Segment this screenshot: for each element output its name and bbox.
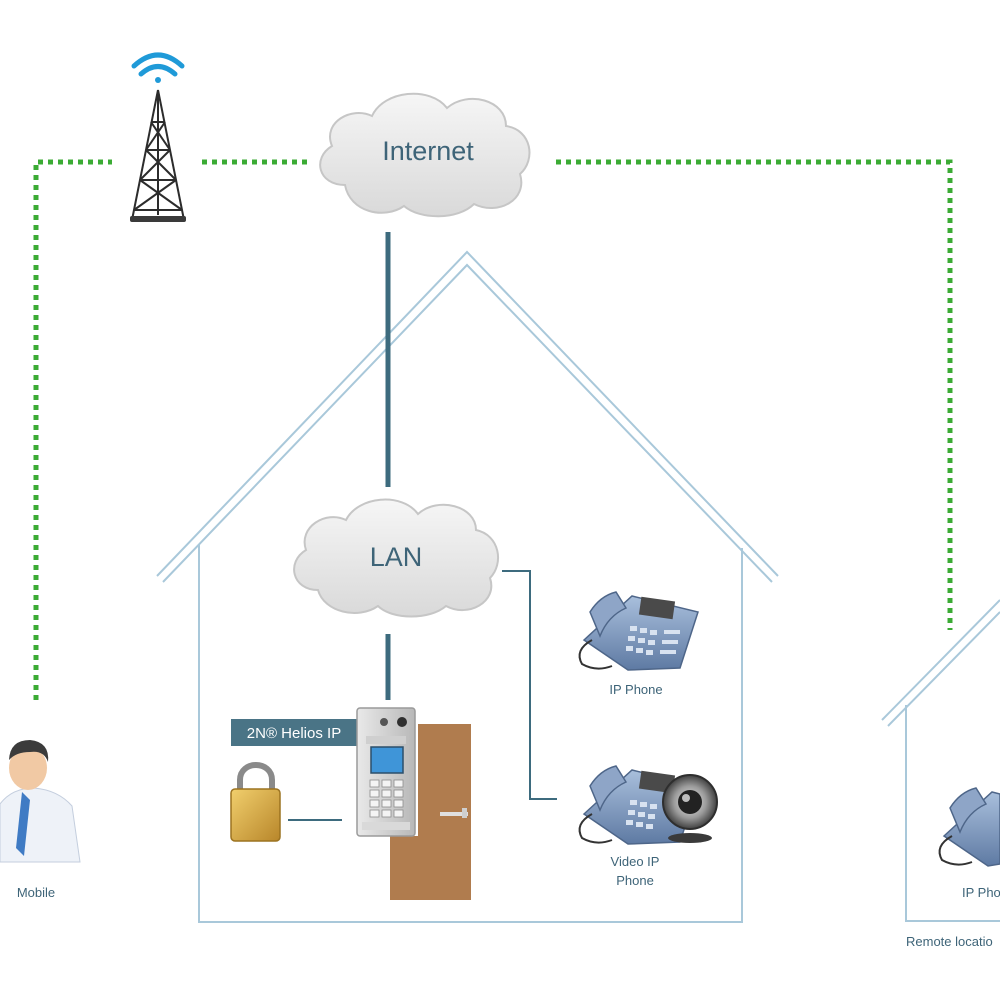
mobile-user: Mobile: [0, 740, 81, 900]
door-icon: [390, 724, 471, 900]
video-phone-label-line2: Phone: [616, 873, 654, 888]
desk-phone-icon: [938, 787, 1000, 867]
lan-cloud: LAN: [293, 498, 499, 618]
remote-phone-device: IP Pho: [938, 787, 1000, 900]
person-icon: [0, 740, 81, 863]
link-mobile-to-tower: [33, 159, 112, 700]
webcam-icon: [662, 774, 718, 843]
video-phone-device: Video IP Phone: [578, 765, 718, 888]
antenna-tower-icon: [130, 89, 186, 222]
lan-label: LAN: [370, 542, 423, 572]
ip-phone-label: IP Phone: [609, 682, 662, 697]
intercom-label: 2N® Helios IP: [247, 725, 341, 742]
intercom-label-box: 2N® Helios IP: [231, 719, 358, 746]
desk-phone-icon: [578, 591, 699, 671]
desk-phone-icon: [578, 765, 699, 845]
remote-location-label: Remote locatio: [906, 934, 993, 949]
main-house: [156, 250, 779, 923]
link-lan-to-phones: [502, 570, 557, 800]
internet-links: [33, 159, 953, 700]
padlock-icon: [230, 762, 281, 842]
link-internet-to-remote: [556, 159, 953, 630]
ip-phone-device: IP Phone: [578, 591, 699, 697]
internet-cloud: Internet: [319, 92, 531, 218]
remote-house: [881, 599, 1000, 922]
wifi-signal-icon: [131, 52, 185, 83]
wired-links: [288, 232, 557, 821]
internet-label: Internet: [382, 136, 474, 166]
remote-phone-label: IP Pho: [962, 885, 1000, 900]
intercom-panel-icon: [356, 707, 416, 837]
mobile-label: Mobile: [17, 885, 55, 900]
video-phone-label-line1: Video IP: [611, 854, 660, 869]
